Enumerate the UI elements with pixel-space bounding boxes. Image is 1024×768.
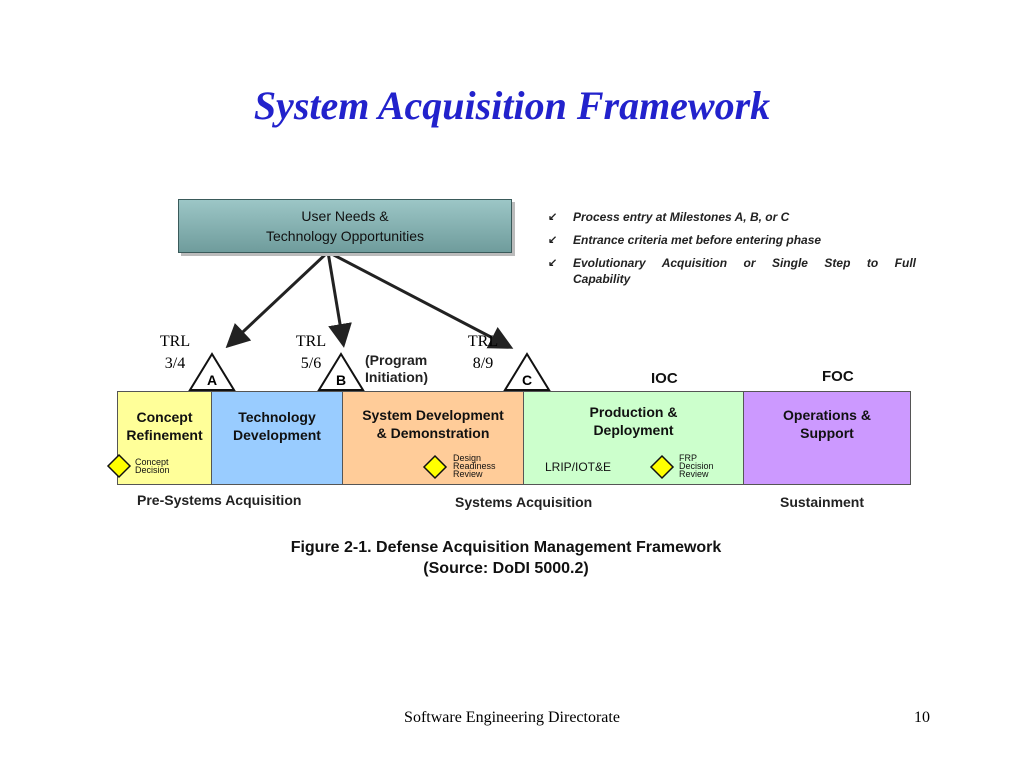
milestone-c-triangle: [503, 352, 551, 391]
footer-text: Software Engineering Directorate: [404, 709, 620, 726]
frp-decision-label: FRP Decision Review: [679, 453, 714, 479]
bullet-arrow-icon: ↙: [548, 234, 558, 246]
phase-operations-support: Operations & Support: [743, 391, 911, 485]
bullet-item-continuation: Capability: [573, 272, 631, 286]
phase-production-deployment: Production & Deployment: [523, 391, 744, 485]
user-needs-line1: User Needs &: [301, 208, 389, 224]
foc-label: FOC: [822, 368, 854, 385]
milestone-b-label: B: [335, 372, 347, 388]
milestone-b-triangle: [317, 352, 365, 391]
design-readiness-label: Design Readiness Review: [453, 453, 496, 479]
user-needs-box: User Needs & Technology Opportunities: [178, 199, 512, 253]
figure-caption: Figure 2-1. Defense Acquisition Manageme…: [290, 539, 722, 577]
arrow-to-milestone-a: [225, 250, 330, 349]
milestone-c-label: C: [521, 372, 533, 388]
trl-label-2: TRL 5/6: [295, 333, 327, 372]
ioc-label: IOC: [651, 370, 678, 387]
phase-technology-development: Technology Development: [211, 391, 343, 485]
page-number: 10: [914, 709, 930, 726]
bullet-item: ↙Process entry at Milestones A, B, or C: [548, 210, 790, 224]
trl-label-1: TRL 3/4: [159, 333, 191, 372]
slide-title: System Acquisition Framework: [253, 83, 771, 128]
pre-systems-acquisition-label: Pre-Systems Acquisition: [137, 492, 302, 508]
bullet-list: ↙Process entry at Milestones A, B, or C …: [546, 209, 916, 294]
trl-label-3: TRL 8/9: [467, 333, 499, 372]
sustainment-label: Sustainment: [780, 494, 865, 510]
systems-acquisition-label: Systems Acquisition: [455, 494, 593, 510]
bullet-item: ↙Entrance criteria met before entering p…: [548, 233, 822, 247]
bullet-arrow-icon: ↙: [548, 257, 558, 269]
user-needs-line2: Technology Opportunities: [266, 228, 424, 244]
arrow-to-milestone-b: [326, 251, 352, 348]
phase-system-development: System Development & Demonstration: [342, 391, 524, 485]
bullet-item: ↙Evolutionary Acquisition or Single Step…: [548, 256, 916, 270]
milestone-a-label: A: [206, 372, 218, 388]
bullet-arrow-icon: ↙: [548, 211, 558, 223]
arrow-to-milestone-c: [327, 250, 514, 349]
phase-concept-refinement: Concept Refinement: [117, 391, 212, 485]
lrip-label: LRIP/IOT&E: [545, 460, 612, 474]
concept-decision-label: Concept Decision: [135, 457, 170, 475]
milestone-a-triangle: [188, 352, 236, 391]
program-initiation-label: (Program Initiation): [365, 352, 428, 385]
